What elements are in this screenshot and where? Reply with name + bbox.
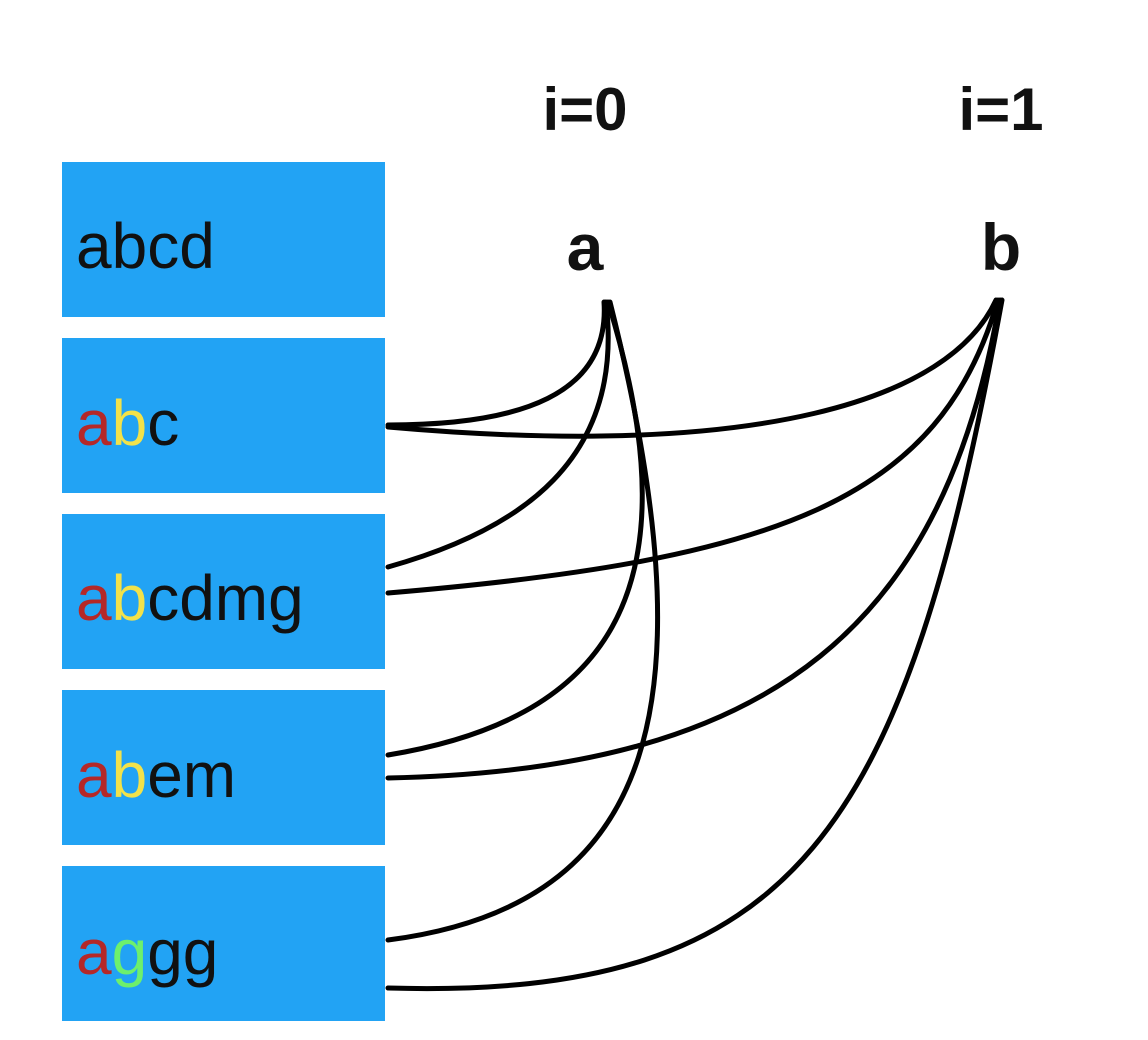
connector-column-0-to-string-4	[385, 299, 661, 943]
connector-column-1-to-string-3	[385, 297, 1003, 781]
string-2-segment-2: cdmg	[147, 562, 304, 634]
column-letter-0: a	[567, 210, 605, 284]
string-box-2-background	[62, 514, 385, 669]
string-1-segment-1: b	[112, 387, 148, 459]
string-box-3: abem	[62, 690, 385, 845]
string-box-4: aggg	[62, 866, 385, 1021]
connector-column-0-to-string-1	[385, 299, 607, 428]
string-box-0-background	[62, 162, 385, 317]
string-box-1: abc	[62, 338, 385, 493]
string-box-3-background	[62, 690, 385, 845]
string-3-segment-0: a	[76, 739, 112, 811]
string-box-2: abcdmg	[62, 514, 385, 669]
string-2-segment-1: b	[112, 562, 148, 634]
string-box-group: abcd abc abcdmg abem aggg	[62, 162, 385, 1021]
connector-column-1-to-string-4	[385, 297, 1005, 992]
string-box-0-label: abcd	[76, 210, 215, 282]
string-1-segment-2: c	[147, 387, 179, 459]
column-heading-1: i=1	[958, 76, 1043, 143]
string-4-segment-0: a	[76, 916, 112, 988]
string-box-1-label: abc	[76, 387, 179, 459]
string-box-3-label: abem	[76, 739, 236, 811]
string-2-segment-0: a	[76, 562, 112, 634]
connector-column-0-to-string-2	[385, 299, 611, 570]
connector-column-1-to-string-2	[385, 297, 1001, 596]
string-3-segment-2: em	[147, 739, 236, 811]
column-heading-0: i=0	[542, 76, 627, 143]
string-box-4-background	[62, 866, 385, 1021]
string-box-1-background	[62, 338, 385, 493]
string-box-0: abcd	[62, 162, 385, 317]
string-0-segment-0: abcd	[76, 210, 215, 282]
string-4-segment-2: gg	[147, 916, 218, 988]
string-box-4-label: aggg	[76, 916, 218, 988]
column-letter-1: b	[981, 210, 1021, 284]
string-3-segment-1: b	[112, 739, 148, 811]
string-4-segment-1: g	[112, 916, 148, 988]
connector-group	[385, 297, 1005, 992]
connector-column-1-to-string-1	[385, 297, 999, 439]
string-1-segment-0: a	[76, 387, 112, 459]
string-box-2-label: abcdmg	[76, 562, 304, 634]
